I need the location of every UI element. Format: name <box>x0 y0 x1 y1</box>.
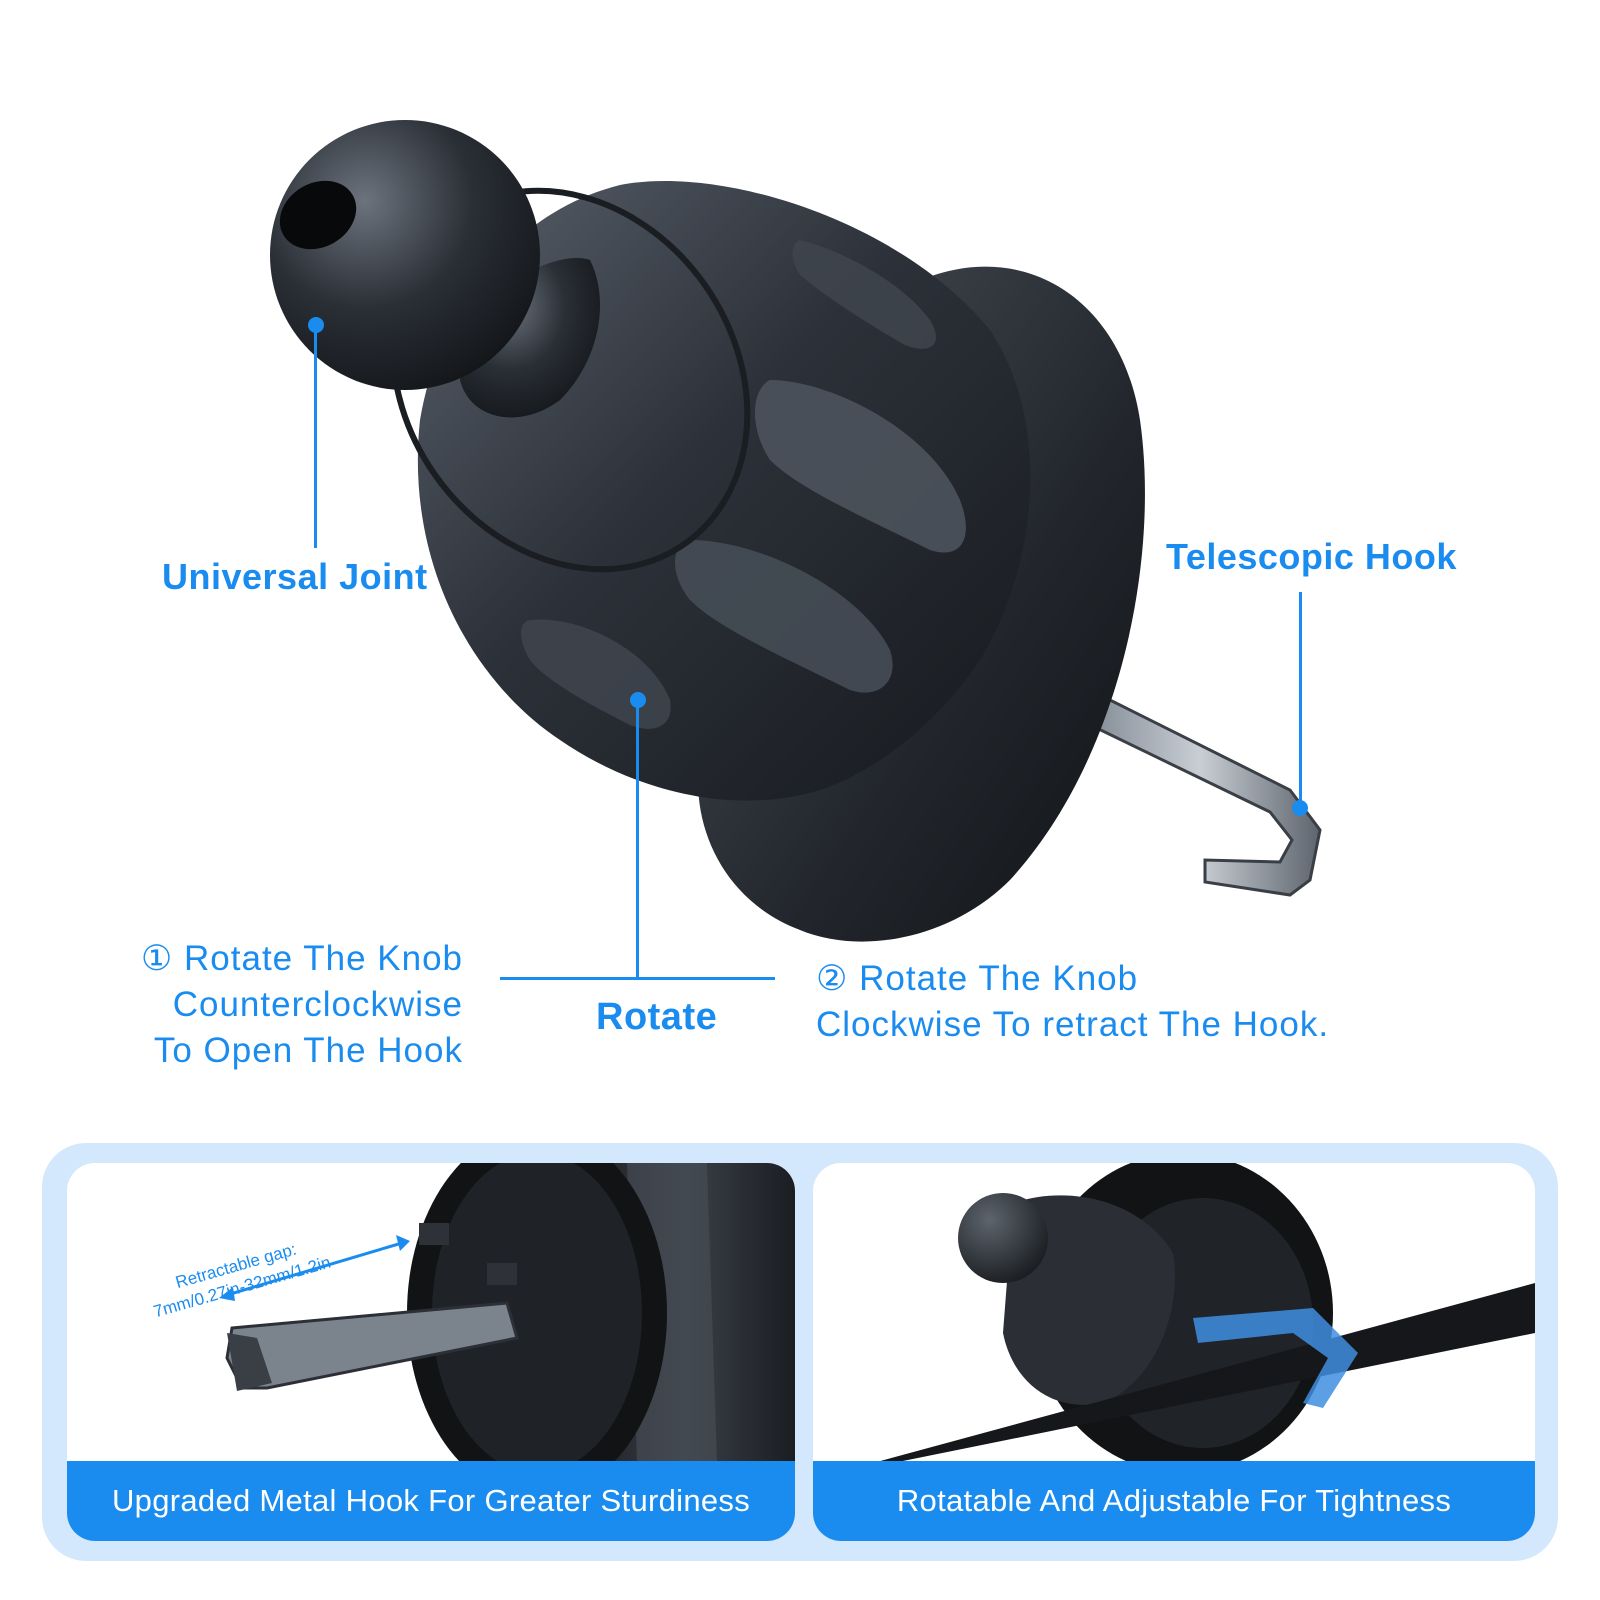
telescopic-hook-shape <box>1078 687 1322 897</box>
rotate-leader-horizontal <box>500 977 775 980</box>
adjustable-caption: Rotatable And Adjustable For Tightness <box>813 1461 1535 1541</box>
retract-hook-instruction: ② Rotate The Knob Clockwise To retract T… <box>816 956 1329 1048</box>
adjustable-panel: Rotatable And Adjustable For Tightness <box>813 1163 1535 1541</box>
retract-hook-line-1: ② Rotate The Knob <box>816 959 1139 998</box>
open-hook-line-3: To Open The Hook <box>153 1031 463 1070</box>
open-hook-line-1: ① Rotate The Knob <box>140 939 463 978</box>
vent-mount-illustration <box>270 120 1322 942</box>
retract-hook-line-2: Clockwise To retract The Hook. <box>816 1005 1330 1044</box>
gap-arrow-icon <box>219 1235 410 1301</box>
metal-hook-closeup <box>225 1163 795 1498</box>
open-hook-instruction: ① Rotate The Knob Counterclockwise To Op… <box>141 936 463 1074</box>
open-hook-line-2: Counterclockwise <box>172 985 463 1024</box>
telescopic-hook-label: Telescopic Hook <box>1166 536 1457 577</box>
rotate-leader-vertical <box>636 700 639 980</box>
universal-joint-label: Universal Joint <box>162 556 428 597</box>
metal-hook-panel: Retractable gap: 7mm/0.27in-32mm/1.2in U… <box>67 1163 795 1541</box>
adjustable-mount-closeup <box>873 1163 1535 1473</box>
rotate-label: Rotate <box>596 996 718 1038</box>
metal-hook-caption: Upgraded Metal Hook For Greater Sturdine… <box>67 1461 795 1541</box>
telescopic-hook-leader <box>1299 592 1302 807</box>
universal-joint-leader <box>314 325 317 548</box>
telescopic-hook-marker <box>1292 800 1308 816</box>
ball-joint-shape <box>270 120 540 390</box>
